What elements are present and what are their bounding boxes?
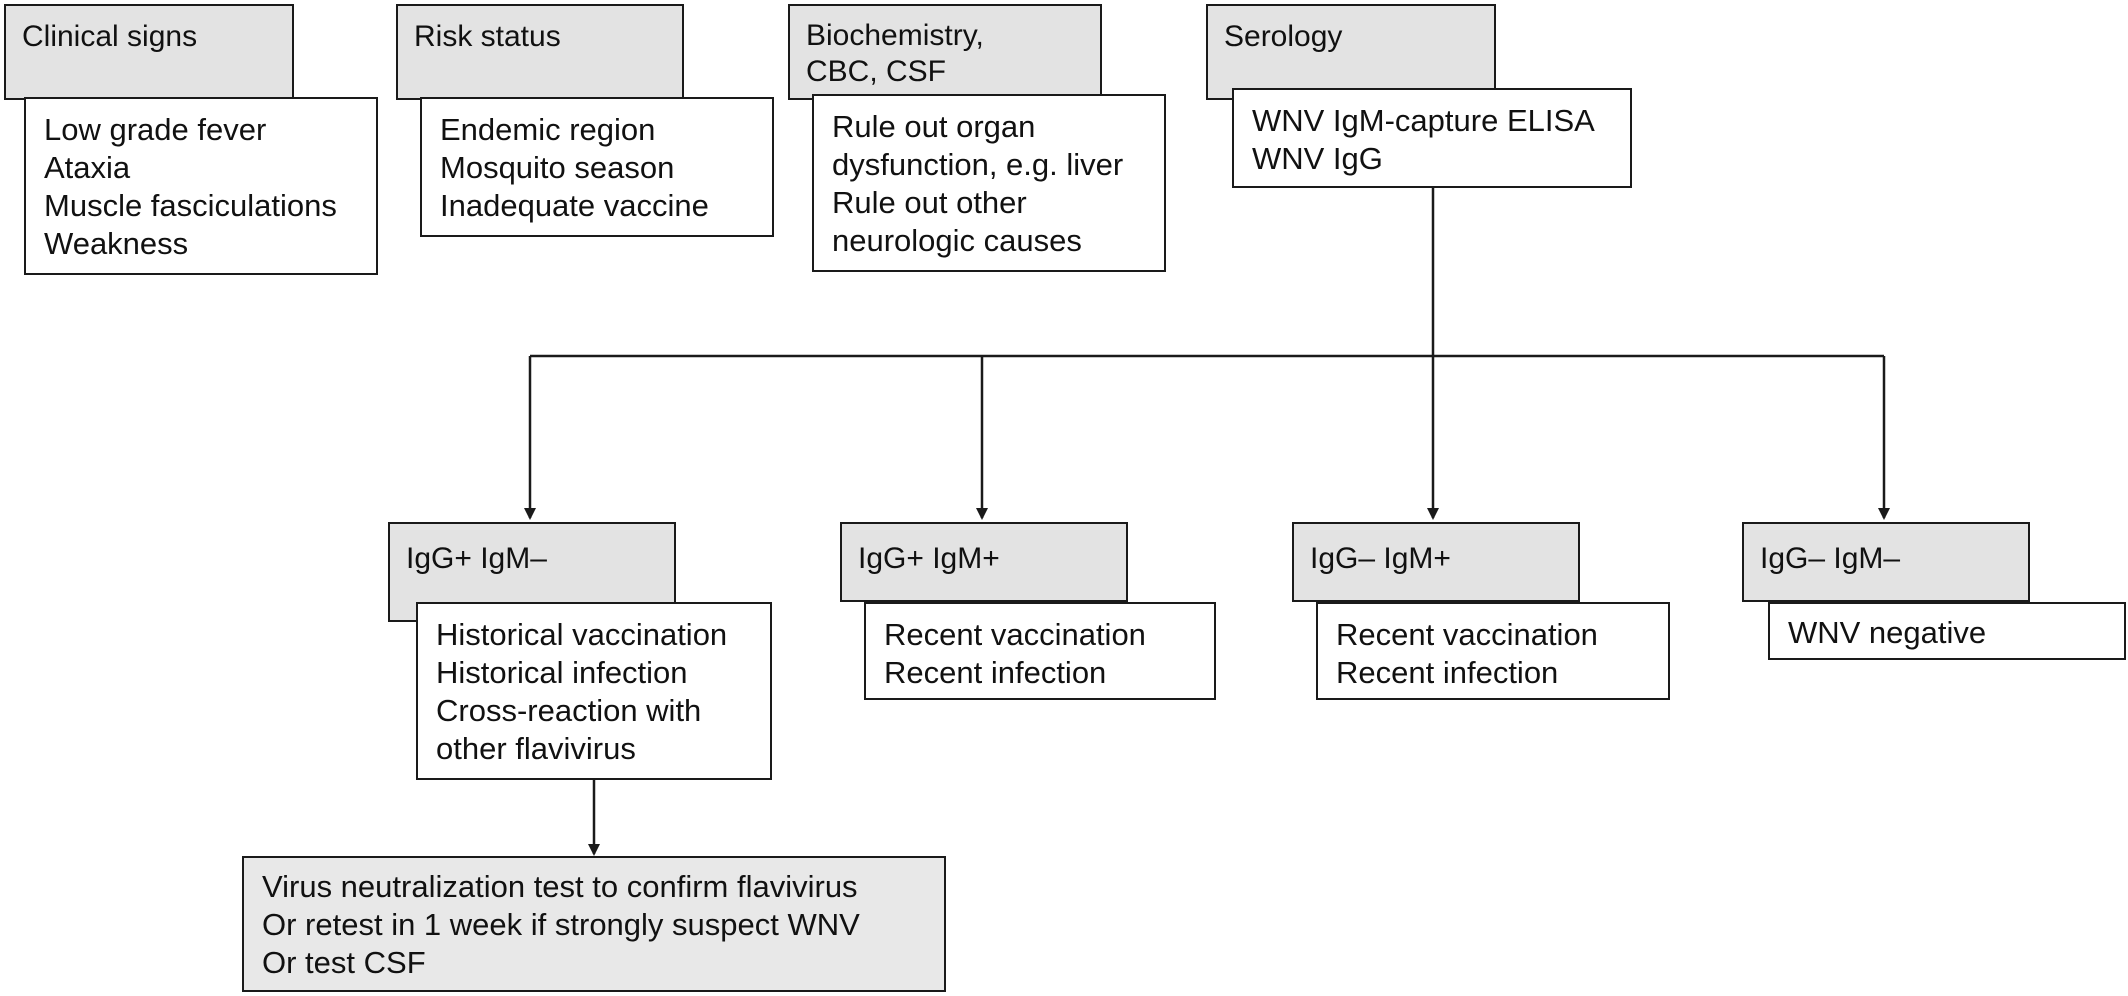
- followup-item: Virus neutralization test to confirm fla…: [262, 869, 858, 904]
- outcome-item: Recent infection: [884, 655, 1107, 690]
- outcome-title: IgG+ IgM+: [858, 542, 1000, 575]
- serology-test-item: WNV IgM-capture ELISA: [1252, 103, 1595, 138]
- clinical-signs-header: Clinical signs: [4, 4, 294, 100]
- clinical-sign-item: Weakness: [44, 226, 189, 261]
- outcome-igg-neg-igm-pos-header: IgG– IgM+: [1292, 522, 1580, 602]
- serology-header: Serology: [1206, 4, 1496, 100]
- outcome-igg-pos-igm-pos-box: Recent vaccination Recent infection: [864, 602, 1216, 700]
- outcome-item: Recent vaccination: [884, 617, 1146, 652]
- serology-box: WNV IgM-capture ELISA WNV IgG: [1232, 88, 1632, 188]
- risk-status-item: Inadequate vaccine: [440, 188, 709, 223]
- outcome-item: WNV negative: [1788, 615, 1987, 650]
- outcome-item: Cross-reaction with: [436, 693, 702, 728]
- biochemistry-item: Rule out organ: [832, 109, 1036, 144]
- risk-status-item: Endemic region: [440, 112, 656, 147]
- outcome-item: Historical vaccination: [436, 617, 728, 652]
- clinical-signs-box: Low grade fever Ataxia Muscle fasciculat…: [24, 97, 378, 275]
- outcome-item: Recent vaccination: [1336, 617, 1598, 652]
- biochemistry-title-line: CBC, CSF: [806, 55, 947, 88]
- biochemistry-box: Rule out organ dysfunction, e.g. liver R…: [812, 94, 1166, 272]
- followup-item: Or test CSF: [262, 945, 426, 980]
- clinical-sign-item: Ataxia: [44, 150, 131, 185]
- outcome-igg-neg-igm-neg-box: WNV negative: [1768, 602, 2126, 660]
- biochemistry-item: Rule out other: [832, 185, 1027, 220]
- followup-box: Virus neutralization test to confirm fla…: [242, 856, 946, 992]
- serology-title: Serology: [1224, 20, 1343, 53]
- risk-status-header: Risk status: [396, 4, 684, 100]
- clinical-sign-item: Low grade fever: [44, 112, 267, 147]
- outcome-item: Historical infection: [436, 655, 688, 690]
- outcome-item: Recent infection: [1336, 655, 1559, 690]
- biochemistry-header: Biochemistry, CBC, CSF: [788, 4, 1102, 100]
- outcome-item: other flavivirus: [436, 731, 636, 766]
- risk-status-box: Endemic region Mosquito season Inadequat…: [420, 97, 774, 237]
- followup-item: Or retest in 1 week if strongly suspect …: [262, 907, 860, 942]
- outcome-title: IgG– IgM–: [1760, 542, 1901, 575]
- biochemistry-title-line: Biochemistry,: [806, 19, 984, 52]
- outcome-igg-pos-igm-pos-header: IgG+ IgM+: [840, 522, 1128, 602]
- serology-test-item: WNV IgG: [1252, 141, 1383, 176]
- clinical-signs-title: Clinical signs: [22, 20, 198, 53]
- outcome-title: IgG+ IgM–: [406, 542, 547, 575]
- biochemistry-item: dysfunction, e.g. liver: [832, 147, 1124, 182]
- outcome-igg-pos-igm-neg-box: Historical vaccination Historical infect…: [416, 602, 772, 780]
- outcome-igg-neg-igm-pos-box: Recent vaccination Recent infection: [1316, 602, 1670, 700]
- risk-status-item: Mosquito season: [440, 150, 675, 185]
- outcome-igg-neg-igm-neg-header: IgG– IgM–: [1742, 522, 2030, 602]
- outcome-title: IgG– IgM+: [1310, 542, 1451, 575]
- clinical-sign-item: Muscle fasciculations: [44, 188, 337, 223]
- biochemistry-item: neurologic causes: [832, 223, 1082, 258]
- risk-status-title: Risk status: [414, 20, 561, 53]
